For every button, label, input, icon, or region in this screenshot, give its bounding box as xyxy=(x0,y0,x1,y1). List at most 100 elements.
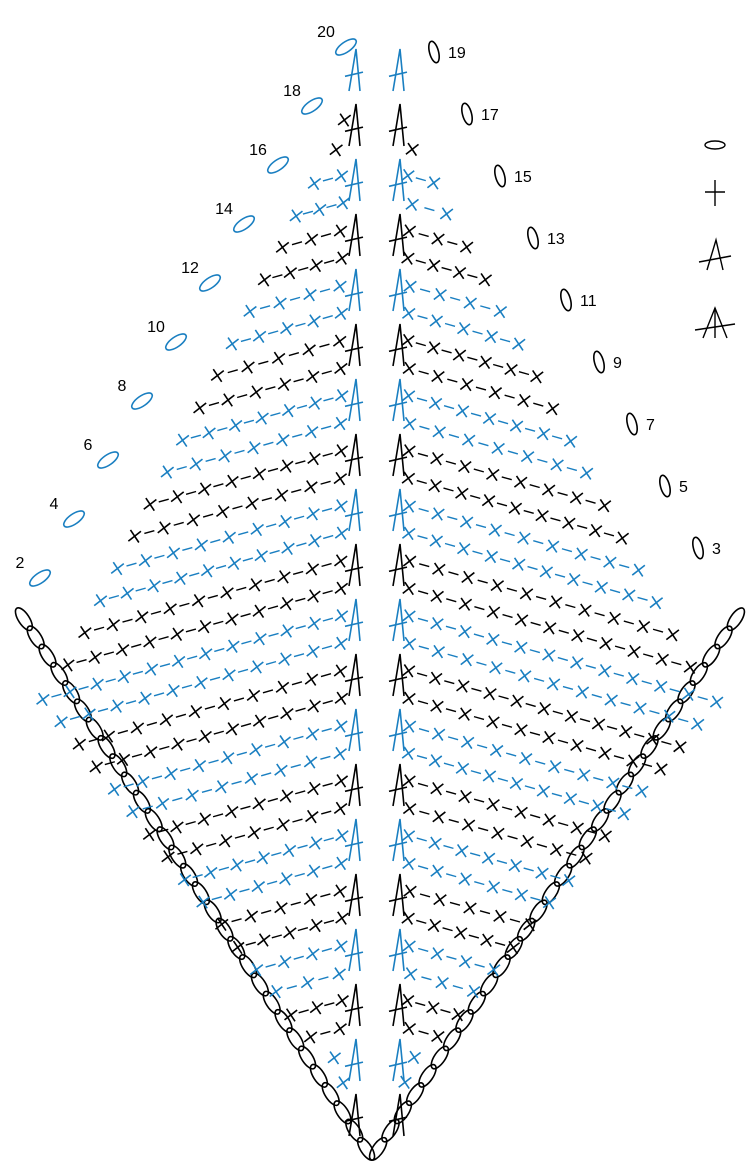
single-crochet-mark xyxy=(561,873,576,888)
single-crochet-mark xyxy=(517,669,532,683)
chain-segment xyxy=(214,647,225,653)
chain-segment xyxy=(297,927,309,932)
chain-segment xyxy=(529,814,541,819)
chain-segment xyxy=(190,434,202,439)
border-chain-mark xyxy=(333,1100,352,1125)
chain-segment xyxy=(507,450,519,455)
chain-segment xyxy=(319,288,331,293)
single-crochet-mark xyxy=(214,917,229,932)
single-crochet-mark xyxy=(307,616,322,631)
single-crochet-mark xyxy=(575,685,590,699)
single-crochet-mark xyxy=(598,746,612,761)
single-crochet-mark xyxy=(513,475,528,489)
single-crochet-mark xyxy=(626,754,640,768)
chain-segment xyxy=(292,818,303,823)
single-crochet-mark xyxy=(459,515,474,529)
single-crochet-mark xyxy=(603,555,617,569)
chain-segment xyxy=(661,740,672,746)
row-number-label: 2 xyxy=(16,555,25,572)
chain-segment xyxy=(323,259,335,264)
chain-segment xyxy=(418,370,429,375)
single-crochet-mark xyxy=(90,677,104,691)
single-crochet-mark xyxy=(517,531,531,545)
border-chain-mark xyxy=(50,661,69,687)
chain-segment xyxy=(144,530,155,535)
single-crochet-mark xyxy=(562,516,576,530)
single-crochet-mark xyxy=(631,563,646,577)
chain-segment xyxy=(320,425,332,430)
chain-segment xyxy=(239,888,250,893)
chain-segment xyxy=(504,532,515,537)
single-crochet-mark xyxy=(161,850,175,864)
single-crochet-mark xyxy=(309,258,323,273)
single-crochet-mark xyxy=(430,864,444,879)
turning-chain-mark xyxy=(692,536,704,560)
sc3tog-mark xyxy=(388,103,408,147)
single-crochet-mark xyxy=(627,644,641,659)
single-crochet-mark xyxy=(224,804,239,819)
single-crochet-mark xyxy=(249,385,264,399)
turning-chain-mark xyxy=(659,474,671,498)
chain-segment xyxy=(697,696,708,701)
chain-segment xyxy=(293,515,305,520)
chain-segment xyxy=(669,688,680,693)
chain-segment xyxy=(586,829,597,835)
border-chain-mark xyxy=(714,625,733,650)
single-crochet-mark xyxy=(157,521,171,535)
single-crochet-mark xyxy=(243,304,257,319)
chain-segment xyxy=(582,581,593,586)
sc3tog-mark xyxy=(388,158,408,202)
single-crochet-mark xyxy=(246,688,261,703)
chain-segment xyxy=(322,315,333,320)
turning-chain-mark xyxy=(334,38,358,56)
single-crochet-mark xyxy=(431,369,445,384)
single-crochet-mark xyxy=(303,287,317,302)
chain-segment xyxy=(642,653,654,658)
single-crochet-mark xyxy=(194,538,209,552)
single-crochet-mark xyxy=(143,497,157,512)
single-crochet-mark xyxy=(564,709,579,724)
chain-segment xyxy=(536,843,548,848)
chain-segment xyxy=(554,573,566,578)
chain-segment xyxy=(479,910,491,915)
chain-segment xyxy=(262,689,274,694)
single-crochet-mark xyxy=(433,892,447,907)
chain-segment xyxy=(417,782,429,787)
single-crochet-mark xyxy=(520,449,535,464)
chain-segment xyxy=(302,210,314,215)
single-crochet-mark xyxy=(304,424,319,439)
single-crochet-mark xyxy=(279,596,294,611)
single-crochet-mark xyxy=(249,962,264,977)
single-crochet-mark xyxy=(571,628,585,643)
single-crochet-mark xyxy=(218,449,232,463)
single-crochet-mark xyxy=(402,856,416,871)
chain-segment xyxy=(585,664,596,669)
single-crochet-mark xyxy=(570,738,584,753)
single-crochet-mark xyxy=(535,866,549,880)
single-crochet-mark xyxy=(550,458,564,472)
single-crochet-mark xyxy=(304,480,318,494)
single-crochet-mark xyxy=(333,279,347,293)
single-crochet-mark xyxy=(276,432,290,447)
chain-segment xyxy=(417,700,429,705)
single-crochet-mark xyxy=(130,721,145,735)
border-chain-mark xyxy=(603,789,622,814)
single-crochet-mark xyxy=(430,589,444,604)
chain-segment xyxy=(649,710,660,715)
single-crochet-mark xyxy=(426,176,441,190)
chain-segment xyxy=(622,784,633,790)
sc3tog-mark xyxy=(344,48,364,92)
border-chain-mark xyxy=(726,607,746,632)
single-crochet-mark xyxy=(252,797,266,811)
single-crochet-mark xyxy=(210,368,225,383)
chain-segment xyxy=(529,484,540,489)
row-number-label: 19 xyxy=(448,45,466,62)
row-number-label: 17 xyxy=(481,107,499,124)
single-crochet-mark xyxy=(252,604,267,619)
single-crochet-mark xyxy=(334,939,348,953)
chain-segment xyxy=(267,605,279,610)
chain-segment xyxy=(509,918,521,923)
single-crochet-mark xyxy=(402,499,417,513)
single-crochet-mark xyxy=(252,714,267,728)
single-crochet-mark xyxy=(308,836,323,850)
